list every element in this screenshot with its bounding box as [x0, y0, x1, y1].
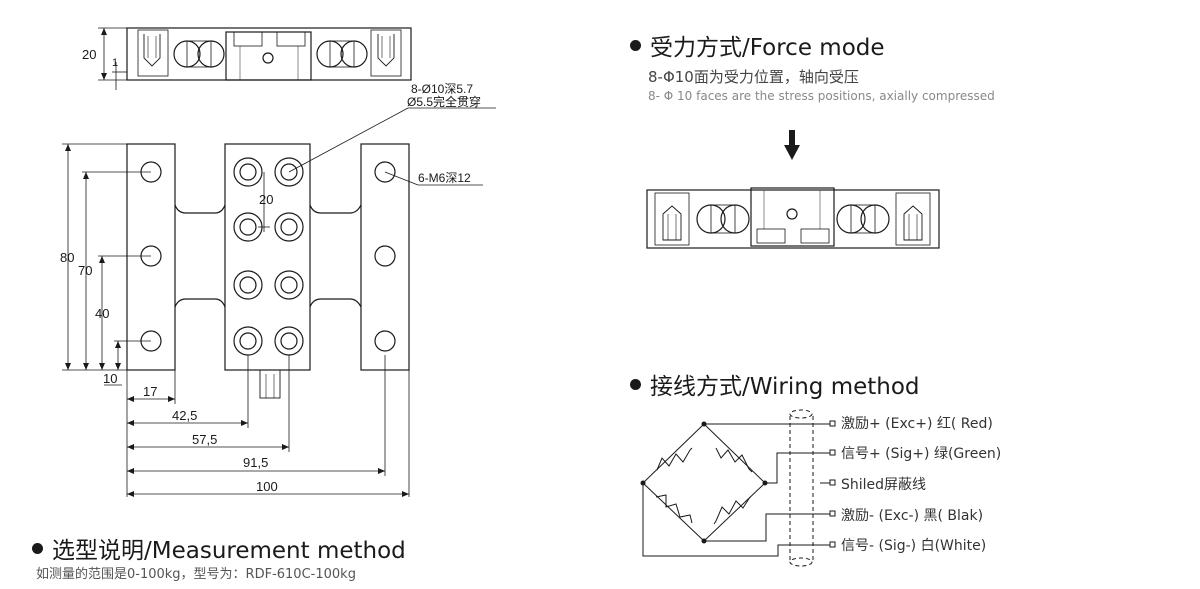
dim-hole-mid: 40: [95, 306, 109, 321]
bullet-icon: [630, 40, 641, 51]
terminal-icon: [829, 541, 836, 548]
side-view: [126, 27, 412, 81]
force-mode-view: [646, 187, 940, 249]
dim-total-length: 100: [256, 479, 278, 494]
terminal-icon: [829, 510, 836, 517]
dim-hole-pitch: 20: [259, 192, 273, 207]
measurement-title: 选型说明/Measurement method: [32, 531, 406, 565]
dim-side-offset: 1: [112, 57, 118, 69]
measurement-desc: 如测量的范围是0-100kg，型号为：RDF-610C-100kg: [36, 567, 356, 582]
force-mode-desc-en: 8- Φ 10 faces are the stress positions, …: [648, 89, 995, 103]
wiring-diagram: [642, 409, 830, 567]
dim-total-height: 80: [60, 250, 74, 265]
force-mode-title: 受力方式/Force mode: [630, 28, 885, 62]
terminal-icon: [829, 479, 836, 486]
wire-label-shield: Shiled屏蔽线: [841, 477, 926, 493]
dim-hole-edge: 10: [103, 371, 117, 386]
dim-hole-x2: 57,5: [192, 432, 217, 447]
bullet-icon: [32, 543, 43, 554]
wire-label-sig-plus: 信号+ (Sig+) 绿(Green): [841, 446, 1001, 462]
top-view: [126, 143, 410, 399]
dim-side-height: 20: [82, 47, 96, 62]
hole-note-counterbore: 8-Ø10深5.7: [411, 82, 473, 96]
dim-hole-x1: 42,5: [172, 408, 197, 423]
wire-label-exc-minus: 激励- (Exc-) 黑( Blak): [841, 507, 983, 524]
dim-hole-x3: 91,5: [243, 455, 268, 470]
force-mode-desc-cn: 8-Φ10面为受力位置，轴向受压: [648, 68, 859, 86]
arrow-down-icon: [789, 130, 795, 146]
dim-hole-span: 70: [78, 263, 92, 278]
thread-note: 6-M6深12: [418, 171, 471, 185]
dim-block-width: 17: [143, 384, 157, 399]
terminal-icon: [829, 420, 836, 427]
counterbore-holes: [233, 157, 304, 356]
arrow-down-icon-head: [784, 145, 800, 160]
bullet-icon: [630, 379, 641, 390]
wire-label-sig-minus: 信号- (Sig-) 白(White): [841, 538, 986, 554]
wiring-title: 接线方式/Wiring method: [630, 367, 920, 401]
terminal-icon: [829, 449, 836, 456]
hole-note-through: Ø5.5完全贯穿: [407, 94, 481, 109]
wire-label-exc-plus: 激励+ (Exc+) 红( Red): [841, 415, 993, 432]
